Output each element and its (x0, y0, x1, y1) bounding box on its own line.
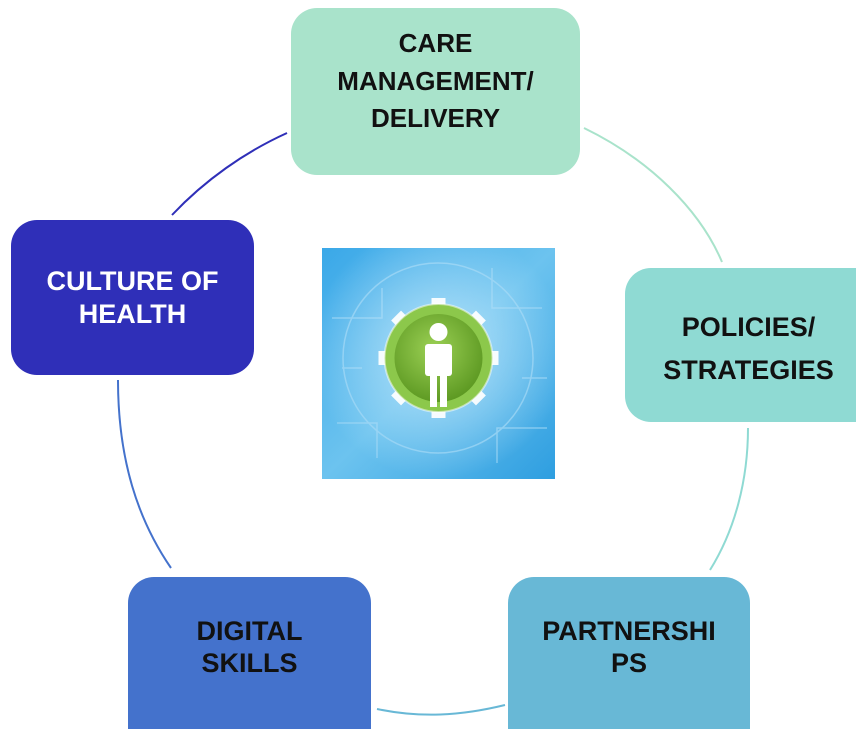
node-care-management: CARE MANAGEMENT/ DELIVERY (291, 8, 580, 175)
connector-arc (171, 132, 288, 216)
node-label-line: POLICIES/ (681, 311, 816, 342)
node-label: POLICIES/ STRATEGIES (663, 306, 834, 392)
node-culture-of-health: CULTURE OF HEALTH (11, 220, 254, 375)
node-label: CARE MANAGEMENT/ DELIVERY (337, 25, 533, 138)
node-label-line: HEALTH (78, 298, 187, 329)
person-icon (425, 323, 452, 407)
node-partnerships: PARTNERSHI PS (508, 577, 750, 729)
person-target-icon (322, 248, 555, 479)
node-policies-strategies: POLICIES/ STRATEGIES (625, 268, 856, 422)
connector-arc (709, 427, 749, 571)
node-label-line: SKILLS (201, 648, 298, 678)
node-label-line: DIGITAL (196, 615, 303, 646)
node-label: DIGITAL SKILLS (197, 615, 303, 680)
connector-arc (583, 127, 723, 263)
node-label-line: MANAGEMENT/ (337, 65, 534, 96)
node-label-line: PS (610, 648, 647, 678)
node-label-line: DELIVERY (370, 103, 501, 134)
node-label-line: PARTNERSHI (542, 615, 716, 646)
node-label: CULTURE OF HEALTH (47, 265, 219, 330)
node-label-line: CARE (398, 27, 473, 58)
node-label-line: CULTURE OF (46, 266, 219, 297)
connector-arc (376, 704, 506, 716)
node-label: PARTNERSHI PS (542, 615, 716, 680)
node-label-line: STRATEGIES (663, 355, 834, 385)
connector-arc (117, 379, 172, 569)
node-digital-skills: DIGITAL SKILLS (128, 577, 371, 729)
